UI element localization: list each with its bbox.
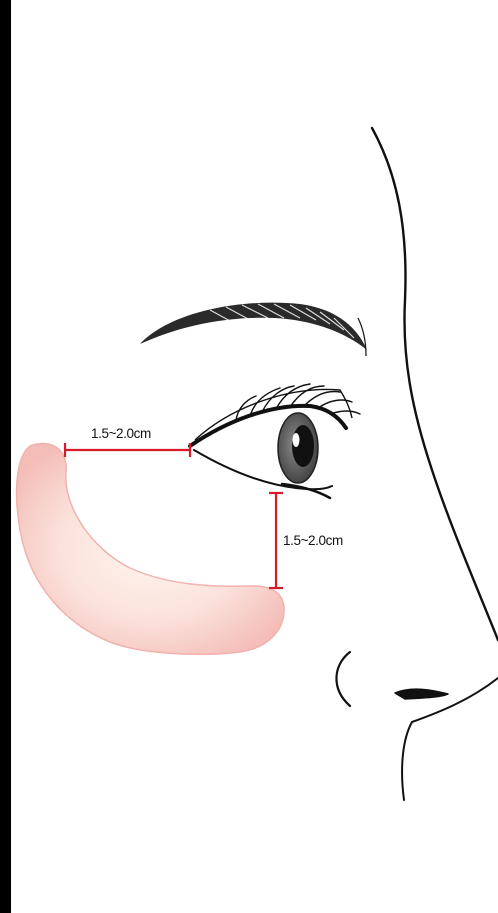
nose-wing-curve <box>336 652 350 706</box>
nostril-curve <box>395 689 448 699</box>
horizontal-measurement <box>65 443 190 457</box>
eyebrow <box>140 303 367 356</box>
face-profile-line <box>372 128 498 640</box>
horizontal-distance-label: 1.5~2.0cm <box>91 426 151 441</box>
vertical-measurement <box>269 493 283 588</box>
vertical-distance-label: 1.5~2.0cm <box>283 533 343 548</box>
eye <box>190 384 360 498</box>
